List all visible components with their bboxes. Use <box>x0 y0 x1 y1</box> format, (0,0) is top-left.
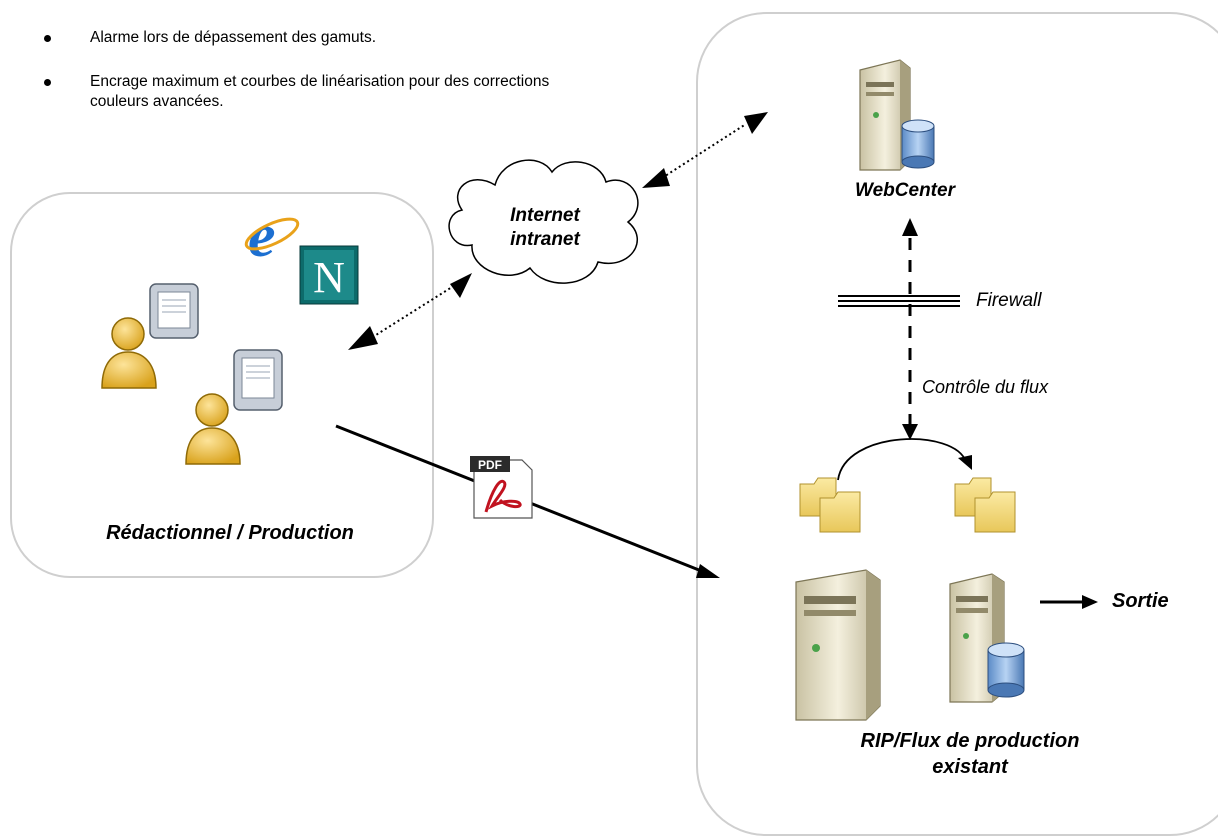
server-icon <box>949 573 1025 703</box>
bullet-item: Alarme lors de dépassement des gamuts. <box>40 28 590 48</box>
pdf-text: PDF <box>478 458 502 472</box>
internet-label: Internet intranet <box>490 204 600 252</box>
output-arrow <box>1040 595 1098 609</box>
output-label: Sortie <box>1112 590 1169 612</box>
netscape-icon: N <box>299 245 359 305</box>
flow-control-label: Contrôle du flux <box>922 377 1049 397</box>
database-icon <box>987 642 1025 698</box>
bullet-dot <box>44 35 51 42</box>
server-icon <box>795 569 881 721</box>
netscape-letter: N <box>313 253 345 302</box>
editorial-label: Rédactionnel / Production <box>106 522 354 544</box>
diagram-graphics: e N PDF <box>101 59 1098 721</box>
firewall-lines <box>838 295 960 307</box>
pdf-document-icon: PDF <box>470 456 533 519</box>
server-icon <box>859 59 935 171</box>
user-icon <box>101 317 157 389</box>
bullet-text: Encrage maximum et courbes de linéarisat… <box>90 73 550 110</box>
folder-icon <box>799 477 861 533</box>
user-icon <box>185 393 241 465</box>
internet-explorer-icon: e <box>244 202 300 270</box>
folder-transfer-arc <box>837 438 972 481</box>
flow-control-line <box>902 218 918 440</box>
internet-label-line1: Internet <box>510 205 580 226</box>
folder-icon <box>954 477 1016 533</box>
connection-internet-editorial <box>348 273 472 350</box>
rip-label: RIP/Flux de production existant <box>820 728 1120 780</box>
rip-label-line1: RIP/Flux de production <box>860 730 1080 752</box>
bullet-item: Encrage maximum et courbes de linéarisat… <box>40 72 590 112</box>
bullet-text: Alarme lors de dépassement des gamuts. <box>90 29 377 46</box>
cloud-icon <box>448 159 639 284</box>
editorial-box <box>10 192 434 578</box>
webcenter-label: WebCenter <box>855 180 955 201</box>
firewall-label: Firewall <box>976 290 1042 311</box>
bullet-dot <box>44 79 51 86</box>
rip-label-line2: existant <box>932 756 1008 778</box>
database-icon <box>901 119 935 169</box>
connection-internet-webcenter <box>642 112 768 188</box>
internet-label-line2: intranet <box>510 229 580 250</box>
monitor-icon <box>233 349 283 411</box>
monitor-icon <box>149 283 199 339</box>
